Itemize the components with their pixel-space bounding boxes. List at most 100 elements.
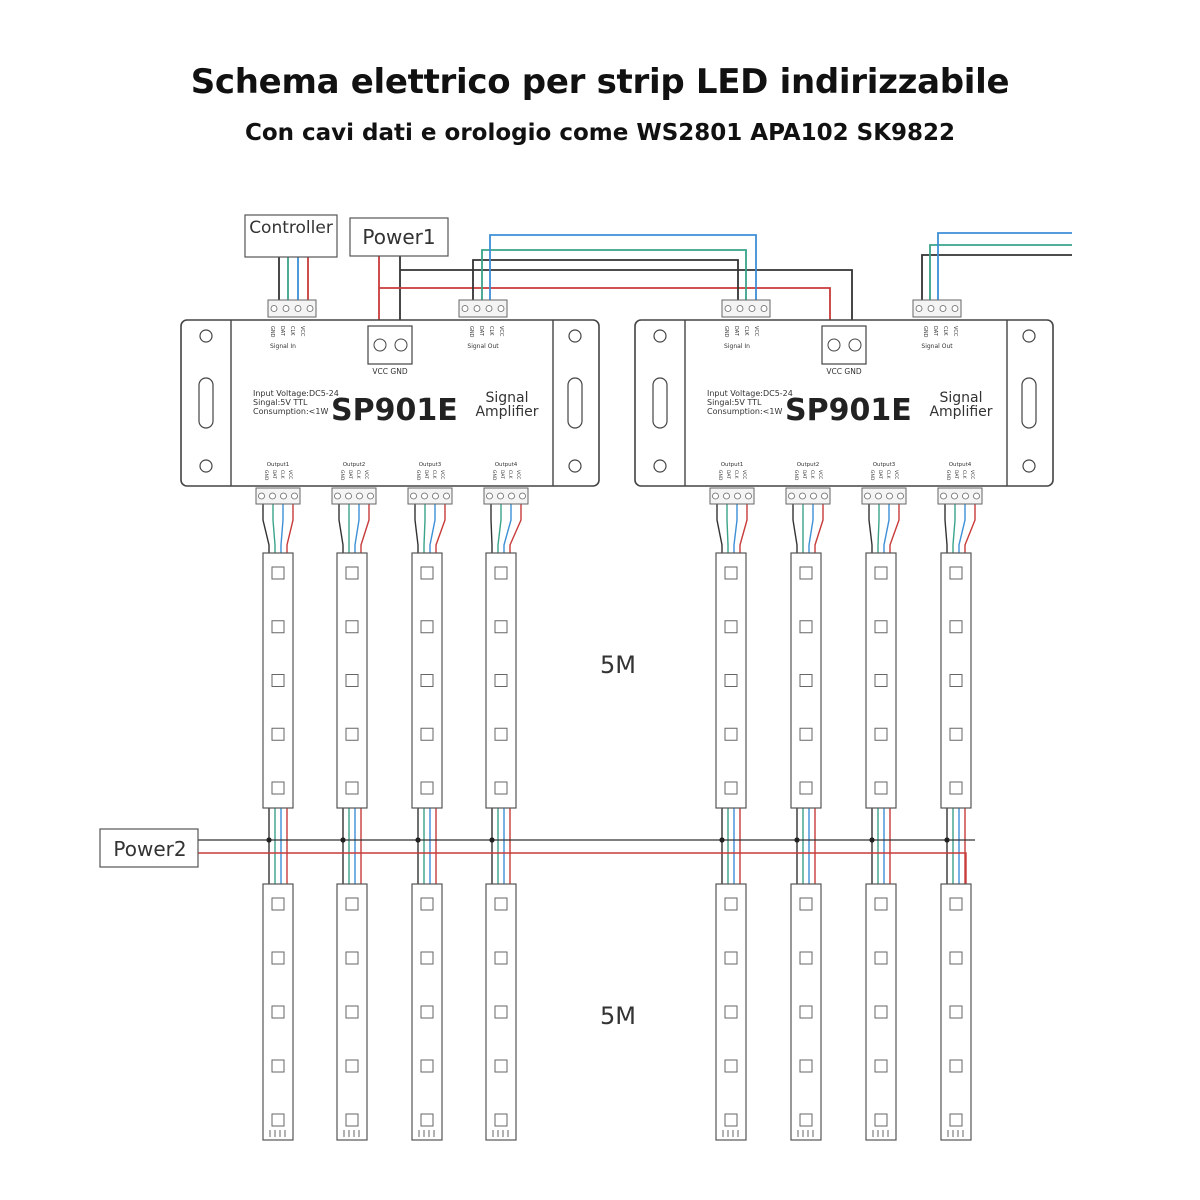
output-pin-label: GND <box>717 470 723 481</box>
output-wire <box>889 504 900 553</box>
led-chip <box>949 1005 963 1019</box>
output-wire <box>262 504 270 553</box>
led-chip <box>494 566 508 580</box>
led-chip <box>345 951 359 965</box>
terminal-screw <box>334 492 341 500</box>
led-chip <box>874 620 888 634</box>
amplifier-name-line1: Signal <box>485 390 528 406</box>
terminal-screw <box>939 305 947 312</box>
wires <box>198 232 1072 884</box>
terminal-screw <box>748 305 756 312</box>
signal-in-pin-label: DAT <box>279 326 285 337</box>
output-pin-label: GND <box>945 470 951 481</box>
led-chip <box>345 620 359 634</box>
output-pin-label: DAT <box>499 470 505 479</box>
vcc-gnd-label: VCC GND <box>826 367 861 376</box>
led-chip <box>799 1113 813 1127</box>
output-wire <box>338 504 344 553</box>
led-chip <box>874 566 888 580</box>
led-strip <box>411 552 443 809</box>
led-chip <box>494 897 508 911</box>
terminal-screw <box>410 492 417 500</box>
output-terminal <box>937 487 983 505</box>
junction-dot <box>266 837 272 843</box>
output-pin-label: GND <box>491 470 497 481</box>
terminal-body <box>709 487 755 505</box>
signal-in-terminal <box>721 299 771 318</box>
led-strip <box>940 552 972 809</box>
output-wire <box>964 504 976 553</box>
signal-out-wire <box>921 254 1072 300</box>
strip-body <box>411 552 443 809</box>
signal-out-pin-label: VCC <box>498 326 504 337</box>
led-chip <box>420 1005 434 1019</box>
signal-in-pin-label: CLK <box>289 326 295 336</box>
led-chip <box>420 951 434 965</box>
terminal-screw <box>306 305 314 312</box>
led-chip <box>724 1059 738 1073</box>
signal-out-pin-label: CLK <box>488 326 494 336</box>
terminal-screw <box>497 492 504 500</box>
signal-in-pin-label: DAT <box>733 326 739 337</box>
output-wire <box>490 504 493 553</box>
output-wire <box>792 504 798 553</box>
led-chip <box>799 1005 813 1019</box>
mounting-hole <box>568 459 582 473</box>
led-chip <box>271 727 285 741</box>
terminal-screw <box>269 492 276 500</box>
length-label-top: 5M <box>600 651 636 679</box>
amplifier-name-line2: Amplifier <box>929 404 992 420</box>
output-pin-label: CLK <box>885 470 891 480</box>
terminal-screw <box>734 492 741 500</box>
output-wire <box>808 504 814 553</box>
amplifier-name-line2: Amplifier <box>475 404 538 420</box>
output-pin-label: CLK <box>961 470 967 480</box>
led-chip <box>799 897 813 911</box>
led-chip <box>345 1113 359 1127</box>
power-screw <box>827 338 841 352</box>
power-screw <box>373 338 387 352</box>
signal-in-pin-label: CLK <box>743 326 749 336</box>
output-wire <box>868 504 873 553</box>
led-chip <box>420 1059 434 1073</box>
output-wire <box>429 504 436 553</box>
output-pin-label: GND <box>263 470 269 481</box>
spec-voltage: Input Voltage:DC5-24 <box>707 389 793 398</box>
terminal-body <box>785 487 831 505</box>
power1-label: Power1 <box>362 225 435 249</box>
led-chip <box>345 897 359 911</box>
output-wire <box>272 504 276 553</box>
signal-out-label: Signal Out <box>467 343 499 350</box>
led-chip <box>799 566 813 580</box>
power2-vcc-bus <box>198 852 967 884</box>
output-pin-label: DAT <box>347 470 353 479</box>
led-chip <box>420 620 434 634</box>
signal-in-pin-label: GND <box>723 326 729 338</box>
output-wire <box>280 504 284 553</box>
terminal-screw <box>951 305 959 312</box>
output-label: Output2 <box>797 462 820 468</box>
spec-signal: Singal:5V TTL <box>253 398 308 407</box>
terminal-screw <box>897 492 904 500</box>
spec-consumption: Consumption:<1W <box>707 407 782 416</box>
led-chip <box>420 1113 434 1127</box>
amplifier-model: SP901E <box>331 393 458 428</box>
led-chip <box>271 897 285 911</box>
terminal-body <box>267 299 317 318</box>
terminal-body <box>458 299 508 318</box>
power-screw <box>394 338 408 352</box>
terminal-screw <box>886 492 893 500</box>
output-pin-label: DAT <box>801 470 807 479</box>
led-strip <box>262 552 294 809</box>
terminal-screw <box>962 492 969 500</box>
led-chip <box>874 951 888 965</box>
led-chip <box>874 897 888 911</box>
led-chip <box>271 620 285 634</box>
output-pin-label: CLK <box>355 470 361 480</box>
signal-in-label: Signal In <box>270 343 296 350</box>
junction-dot <box>944 837 950 843</box>
output-wire <box>435 504 446 553</box>
led-chip <box>799 781 813 795</box>
signal-out-label: Signal Out <box>921 343 953 350</box>
